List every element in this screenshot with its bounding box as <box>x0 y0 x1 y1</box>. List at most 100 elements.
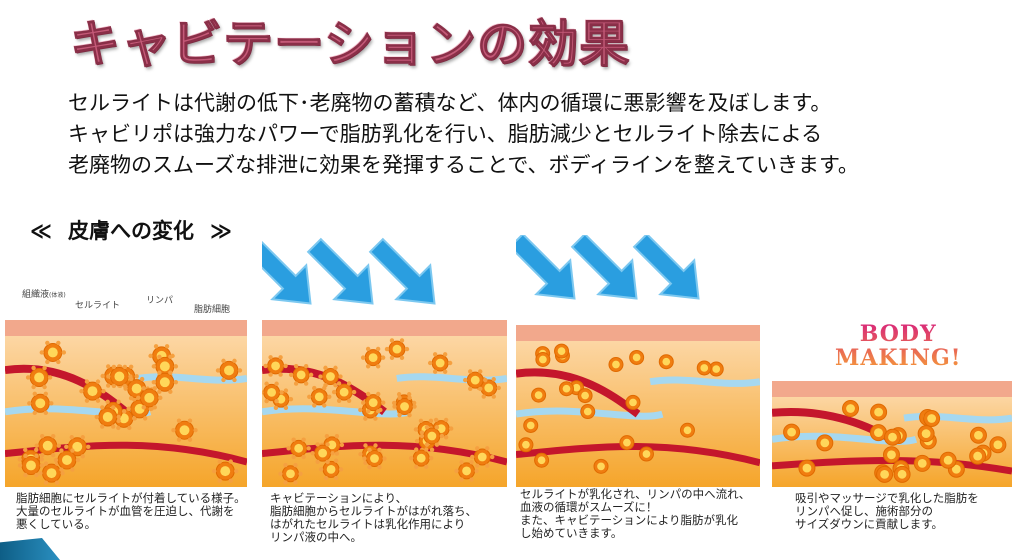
fat-cell-core <box>534 391 543 399</box>
cellulite <box>429 455 434 461</box>
cellulite <box>424 425 430 430</box>
cellulite <box>126 406 131 412</box>
cellulite <box>152 386 157 391</box>
cellulite <box>397 412 402 418</box>
caption-1: 脂肪細胞にセルライトが付着している様子。大量のセルライトが血管を圧迫し、代謝を悪… <box>16 491 246 531</box>
fat-cell-core <box>623 438 631 447</box>
cellulite <box>469 460 474 465</box>
page-title: キャビテーションの効果 <box>70 15 630 74</box>
fat-cell-core <box>370 454 379 463</box>
cellulite <box>232 377 237 383</box>
cellulite <box>447 360 453 366</box>
cellulite <box>397 395 402 401</box>
cellulite <box>141 386 146 391</box>
fat-cell-core <box>296 370 306 380</box>
cellulite <box>429 447 435 452</box>
cellulite <box>373 443 378 448</box>
fat-cell-core <box>35 398 46 409</box>
cellulite <box>485 446 490 451</box>
cellulite <box>381 400 386 405</box>
fat-cell-core <box>874 407 884 417</box>
cellulite <box>278 471 283 476</box>
intro-line: キャビリポは強力なパワーで脂肪乳化を行い、脂肪減少とセルライト除去による <box>68 122 823 146</box>
cellulite <box>187 418 193 423</box>
cellulite <box>31 365 36 371</box>
cellulite <box>278 355 283 360</box>
cellulite <box>433 417 439 423</box>
cellulite <box>100 424 105 429</box>
arrow-icon <box>368 237 436 305</box>
cellulite <box>111 383 117 389</box>
cellulite <box>409 455 414 461</box>
lymph-vessel <box>649 376 760 387</box>
cellulite <box>228 478 233 483</box>
label-cellulite: セルライト <box>75 301 121 311</box>
cellulite <box>325 459 330 465</box>
fat-cell-core <box>557 347 566 355</box>
arrow-icon <box>632 235 700 300</box>
cellulite <box>47 375 53 380</box>
cellulite <box>95 379 101 384</box>
cellulite <box>318 374 323 379</box>
cellulite <box>411 400 417 406</box>
cellulite <box>84 379 90 384</box>
cellulite <box>376 391 381 397</box>
fat-cell-core <box>632 353 641 362</box>
fat-cell-core <box>917 459 927 468</box>
cellulite <box>334 451 340 456</box>
fat-cell-core <box>314 392 324 402</box>
fat-cell-core <box>271 361 280 371</box>
cellulite <box>171 428 176 433</box>
cellulite <box>434 442 440 447</box>
arrow-icon <box>570 235 638 300</box>
cellulite <box>375 346 381 352</box>
cellulite <box>86 444 91 449</box>
fat-cell-core <box>787 427 796 437</box>
cellulite <box>59 448 64 453</box>
cellulite <box>111 405 116 410</box>
fat-cell-core <box>581 391 589 400</box>
cellulite <box>490 454 495 460</box>
cellulite <box>360 355 366 360</box>
cellulite <box>51 453 56 458</box>
cellulite <box>363 443 368 448</box>
cellulite <box>346 381 352 386</box>
cellulite <box>367 447 372 453</box>
cellulite <box>389 355 395 360</box>
cellulite <box>414 464 419 470</box>
fat-cell-core <box>477 452 487 462</box>
cellulite <box>306 446 311 451</box>
cellulite <box>336 398 342 403</box>
cellulite <box>42 384 47 390</box>
cellulite <box>291 437 296 442</box>
cellulite <box>407 412 412 418</box>
cellulite <box>301 437 306 442</box>
fat-cell-core <box>820 438 830 448</box>
cellulite <box>64 444 69 449</box>
cellulite <box>116 425 121 431</box>
cellulite <box>373 416 378 421</box>
cellulite <box>215 368 221 373</box>
cellulite <box>56 443 61 448</box>
fat-cell-core <box>802 463 812 473</box>
cellulite <box>32 391 37 396</box>
fat-cell-core <box>522 440 530 449</box>
cellulite <box>232 358 237 364</box>
cellulite <box>470 454 475 460</box>
cellulite <box>116 414 121 420</box>
cellulite <box>60 470 65 476</box>
cellulite <box>221 377 226 383</box>
cellulite <box>406 392 412 397</box>
fat-cell-core <box>572 383 581 392</box>
cellulite <box>283 462 288 468</box>
cellulite <box>122 364 128 370</box>
cellulite <box>366 409 371 414</box>
cellulite <box>312 385 317 391</box>
cellulite <box>61 350 67 355</box>
skin-surface <box>772 381 1012 397</box>
cellulite <box>323 475 329 481</box>
cellulite <box>303 381 309 386</box>
cellulite <box>380 355 386 360</box>
cellulite <box>474 468 479 474</box>
fat-cell-core <box>400 402 409 411</box>
